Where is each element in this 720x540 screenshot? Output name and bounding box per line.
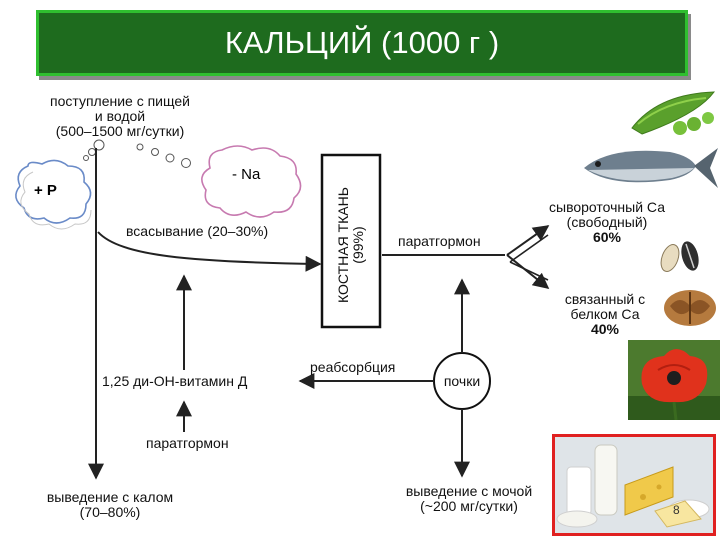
bone-tissue-label: КОСТНАЯ ТКАНЬ (99%) xyxy=(326,160,376,324)
bound-line-1: связанный с xyxy=(564,291,646,307)
serum-free-line-3: 60% xyxy=(592,229,622,245)
cloud-plus-p-shadow xyxy=(20,171,92,230)
intake-line-1: поступление с пищей xyxy=(50,93,190,109)
serum-free-line-1: сывороточный Са xyxy=(549,199,665,215)
dairy-products-photo: 8 xyxy=(552,434,716,536)
kidneys-label: почки xyxy=(443,373,481,389)
reabsorption-label: реабсорбция xyxy=(310,359,396,375)
bone-tissue-box xyxy=(320,153,382,329)
vitamin-d-label: 1,25 ди-ОН-витамин Д xyxy=(102,373,248,389)
cloud-minus-na xyxy=(201,145,302,218)
minus-na-label: - Na xyxy=(232,166,261,183)
intake-line-3: (500–1500 мг/сутки) xyxy=(55,123,185,139)
feces-line-1: выведение с калом xyxy=(46,489,174,505)
fish-photo xyxy=(584,148,718,188)
urine-line-1: выведение с мочой xyxy=(405,483,533,499)
serum-free-line-2: (свободный) xyxy=(566,214,648,230)
cloud-plus-p xyxy=(15,159,92,224)
page-title: КАЛЬЦИЙ (1000 г ) xyxy=(224,25,500,60)
title-bar: КАЛЬЦИЙ (1000 г ) xyxy=(36,10,688,76)
bone-tissue-percent: (99%) xyxy=(350,226,366,264)
urine-excretion-label: выведение с мочой (~200 мг/сутки) xyxy=(384,484,554,514)
serum-free-ca-label: сывороточный Са (свободный) 60% xyxy=(532,200,682,245)
page-number: 8 xyxy=(673,503,680,517)
intake-label: поступление с пищей и водой (500–1500 мг… xyxy=(30,94,210,139)
walnuts-photo xyxy=(664,290,716,326)
feces-excretion-label: выведение с калом (70–80%) xyxy=(26,490,194,520)
bound-line-3: 40% xyxy=(590,321,620,337)
intake-line-2: и водой xyxy=(94,108,146,124)
pth-top-label: паратгормон xyxy=(398,233,481,249)
poppy-flower-photo xyxy=(628,340,720,420)
plus-p-label: + P xyxy=(34,182,57,199)
sunflower-seeds-photo xyxy=(660,241,699,272)
feces-line-2: (70–80%) xyxy=(79,504,141,520)
absorption-curve xyxy=(97,231,322,272)
protein-bound-ca-label: связанный с белком Са 40% xyxy=(540,292,670,337)
absorption-label: всасывание (20–30%) xyxy=(126,223,269,239)
thought-bubbles xyxy=(83,139,191,168)
bound-line-2: белком Са xyxy=(570,306,640,322)
pth-bottom-label: паратгормон xyxy=(146,435,229,451)
urine-line-2: (~200 мг/сутки) xyxy=(420,498,518,514)
peas-photo xyxy=(631,91,716,135)
bone-tissue-title: КОСТНАЯ ТКАНЬ xyxy=(335,187,351,303)
